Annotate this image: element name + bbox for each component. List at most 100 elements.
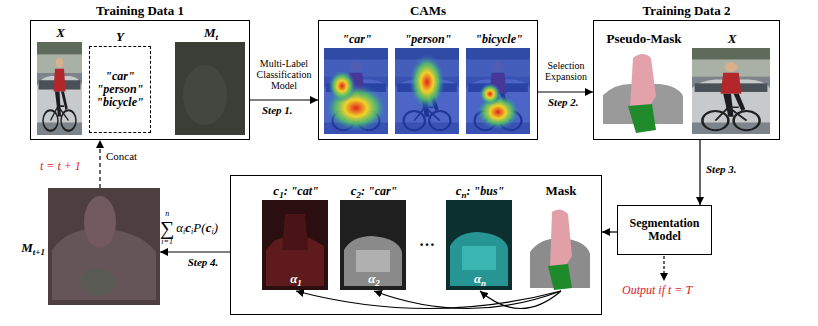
prototype-ground [340, 200, 406, 290]
formula-part: ) [214, 220, 218, 236]
formula-part: i [183, 227, 185, 236]
node-text: c [456, 183, 462, 198]
arrow-connector [99, 140, 100, 188]
prototype-panel: …c1: "cat"α1c2: "car"α2cn: "bus"αnMask [230, 175, 602, 315]
cam-image: "person" [396, 49, 460, 135]
node-text: M [204, 25, 216, 40]
arrow-connector [160, 251, 230, 252]
mask-ground [528, 200, 592, 290]
mask-image: Mt+1 [48, 188, 160, 305]
heatmap-photo [395, 48, 459, 134]
text-group: αn [447, 269, 513, 287]
formula-part: P( [193, 220, 205, 236]
node-text: … [419, 232, 435, 249]
class-prototype: c2: "car"α2 [341, 201, 407, 291]
pseudo-mask-image: Pseudo-Mask [604, 49, 684, 135]
output-arrow [663, 256, 664, 281]
mask-image [528, 200, 592, 290]
node-text: "bicycle" [475, 32, 522, 46]
heatmap-photo [466, 48, 530, 134]
text-group: Training Data 2 [564, 1, 809, 19]
node-text: : "bus" [467, 184, 505, 198]
node-text: M [21, 240, 33, 255]
node-text: Training Data 2 [643, 3, 731, 18]
prototype-ground [262, 200, 328, 290]
formula-part: ∑ [160, 218, 174, 238]
bus-prototype [446, 200, 512, 290]
arrow-connector [296, 291, 561, 309]
heatmap-photo [324, 48, 388, 134]
node-text: X [56, 25, 65, 40]
text-group: α1 [263, 269, 329, 287]
arrow-connector [699, 140, 700, 205]
input-image: X [38, 43, 83, 136]
prototype-ground [446, 200, 512, 290]
edge-label: Multi-Label Classification Model [250, 58, 318, 91]
text-group: Mt [146, 23, 276, 41]
formula-part: i [191, 227, 193, 236]
formula-part: α [176, 220, 183, 236]
arrow-connector [250, 99, 318, 100]
arrow-connector [602, 231, 617, 232]
formula-part: c [206, 220, 212, 236]
subscript: t [216, 32, 219, 42]
node-text: Segmentation Model [621, 217, 708, 243]
subscript: 2 [356, 190, 361, 200]
text-group: CAMs [289, 1, 567, 19]
mask-ground [603, 48, 683, 134]
node-text: α [368, 271, 375, 286]
formula-part: i=1 [161, 238, 173, 246]
node-text: "person" [97, 83, 144, 96]
text-group: Mask [499, 181, 623, 199]
person-heatmap [395, 48, 459, 134]
node-text: α [290, 271, 297, 286]
formula-part: n [165, 210, 169, 218]
prototype-core [462, 246, 496, 270]
step-label: Step 1. [262, 104, 293, 116]
node-text: Mask [545, 183, 576, 198]
arrow-connector [480, 291, 561, 309]
prototype-shape [450, 232, 508, 286]
car-prototype [340, 200, 406, 290]
formula-part: i [211, 227, 213, 236]
bicycle-region [548, 264, 572, 290]
heatmap-ground [466, 48, 530, 134]
text-group: c2: "car" [311, 181, 437, 199]
node-text: Pseudo-Mask [606, 31, 681, 46]
prototype-shape [282, 214, 308, 250]
pseudo-mask-image [603, 48, 683, 134]
node-text: c [351, 183, 357, 198]
node-text: X [728, 31, 737, 46]
node-text: "person" [405, 32, 452, 46]
text-group: α2 [341, 269, 407, 287]
note-label: Output if t = T [622, 284, 692, 297]
text-group: … [419, 232, 435, 250]
mask-ground [48, 188, 160, 305]
heatmap-ground [324, 48, 388, 134]
mask-image: Mask [529, 201, 593, 291]
node-text: "car" [342, 32, 371, 46]
bicycle-heatmap [466, 48, 530, 134]
input-image: X [693, 49, 771, 135]
node-text: CAMs [410, 3, 446, 18]
subscript: n [462, 190, 467, 200]
heat-spot [409, 54, 445, 110]
arrow-connector [538, 91, 593, 92]
arrow-connector [374, 291, 561, 309]
note-label: t = t + 1 [40, 160, 81, 173]
text-group: Training Data 1 [1, 1, 279, 19]
mask-patch [80, 268, 116, 296]
text-group: "person" [366, 29, 490, 47]
node-text: "bicycle" [96, 96, 143, 109]
heatmap-ground [395, 48, 459, 134]
class-prototype: cn: "bus"αn [447, 201, 513, 291]
subscript: 1 [279, 190, 284, 200]
edge-label: Step 3. [706, 163, 737, 175]
heat-spot [328, 70, 356, 102]
mask-image: Mt [176, 43, 246, 136]
subscript: t+1 [33, 247, 45, 257]
subscript: n [481, 278, 486, 288]
